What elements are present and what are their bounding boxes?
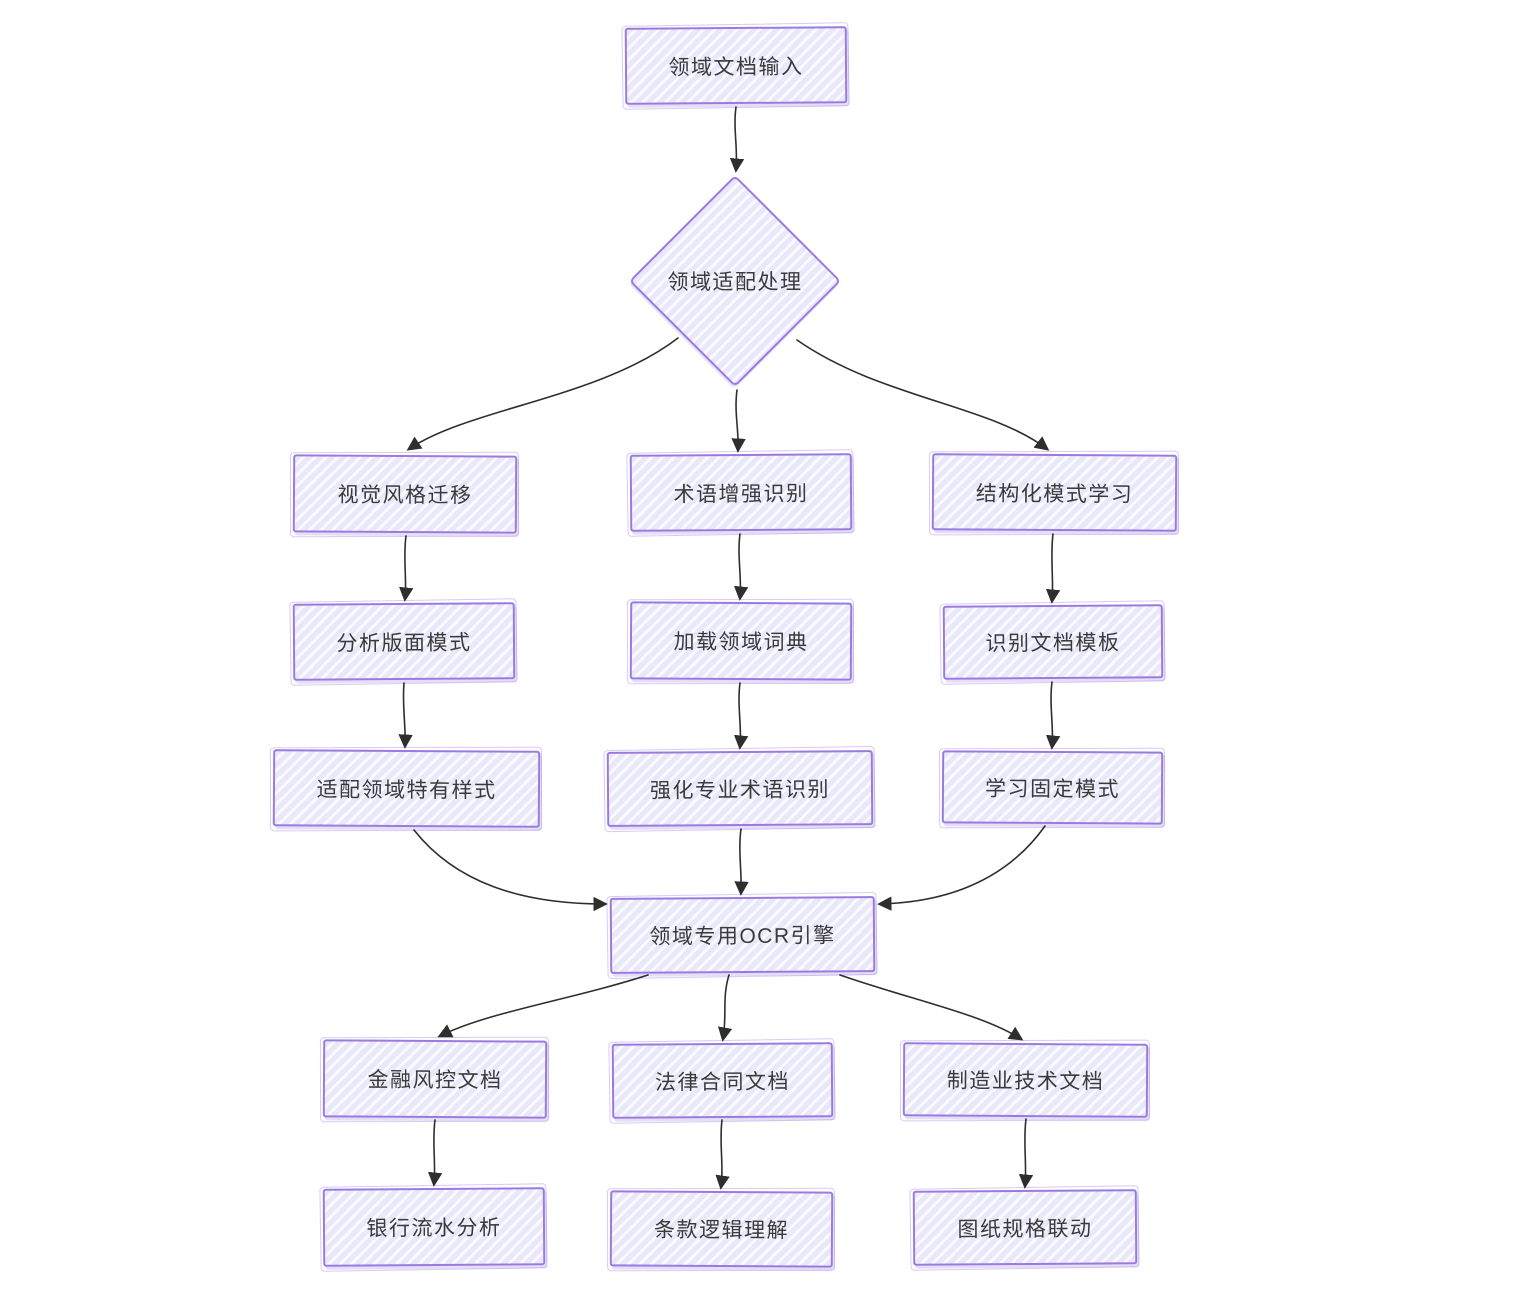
edge-manufacturing-doc-to-drawing-spec bbox=[1018, 1118, 1034, 1189]
node-visual-style-transfer: 视觉风格迁移 bbox=[292, 454, 518, 534]
node-manufacturing-tech-doc: 制造业技术文档 bbox=[902, 1042, 1149, 1118]
node-drawing-spec-linkage: 图纸规格联动 bbox=[912, 1189, 1138, 1266]
edge-legal-doc-to-clause-logic bbox=[715, 1119, 730, 1190]
node-strengthen-term-recognition: 强化专业术语识别 bbox=[606, 750, 874, 827]
edge-decision-to-structure-learning bbox=[796, 339, 1050, 451]
edge-ocr-engine-to-finance-doc bbox=[437, 974, 649, 1038]
node-learn-fixed-patterns: 学习固定模式 bbox=[941, 750, 1164, 825]
node-domain-adapt-decision: 领域适配处理 bbox=[667, 271, 803, 294]
edge-term-enhanced-to-ocr-engine bbox=[734, 828, 749, 896]
edge-ocr-engine-to-manufacturing-doc bbox=[839, 974, 1024, 1041]
edge-decision-to-visual-style bbox=[406, 337, 679, 451]
node-bank-statement-analysis: 银行流水分析 bbox=[322, 1187, 546, 1267]
node-structured-pattern-learning: 结构化模式学习 bbox=[931, 453, 1178, 532]
edge-decision-to-term-recognition bbox=[731, 389, 746, 453]
edge-structure-learning-to-template-recognition bbox=[1045, 533, 1061, 604]
edge-template-recognition-to-fixed-patterns bbox=[1045, 681, 1061, 750]
node-adapt-domain-styles: 适配领域特有样式 bbox=[272, 749, 541, 828]
edge-load-dictionary-to-term-enhanced bbox=[733, 682, 749, 750]
edge-layout-analysis-to-domain-styles bbox=[398, 682, 413, 749]
node-load-domain-dictionary: 加载领域词典 bbox=[629, 601, 853, 681]
edge-finance-doc-to-bank-statement bbox=[427, 1119, 443, 1187]
node-term-enhanced-recognition: 术语增强识别 bbox=[629, 453, 853, 532]
edge-domain-styles-to-ocr-engine bbox=[413, 829, 608, 912]
node-doc-template-recognition: 识别文档模板 bbox=[942, 604, 1164, 680]
node-domain-doc-input: 领域文档输入 bbox=[624, 26, 848, 105]
edge-ocr-engine-to-legal-doc bbox=[717, 974, 733, 1042]
node-layout-pattern-analysis: 分析版面模式 bbox=[292, 602, 516, 681]
node-clause-logic-understanding: 条款逻辑理解 bbox=[609, 1190, 834, 1268]
edge-visual-style-to-layout-analysis bbox=[399, 535, 414, 602]
node-domain-ocr-engine: 领域专用OCR引擎 bbox=[609, 896, 876, 974]
node-finance-risk-doc: 金融风控文档 bbox=[322, 1039, 548, 1119]
node-legal-contract-doc: 法律合同文档 bbox=[611, 1042, 834, 1119]
edge-term-recognition-to-load-dictionary bbox=[733, 533, 749, 601]
edge-fixed-patterns-to-ocr-engine bbox=[877, 825, 1046, 911]
edge-input-to-decision bbox=[729, 106, 745, 173]
